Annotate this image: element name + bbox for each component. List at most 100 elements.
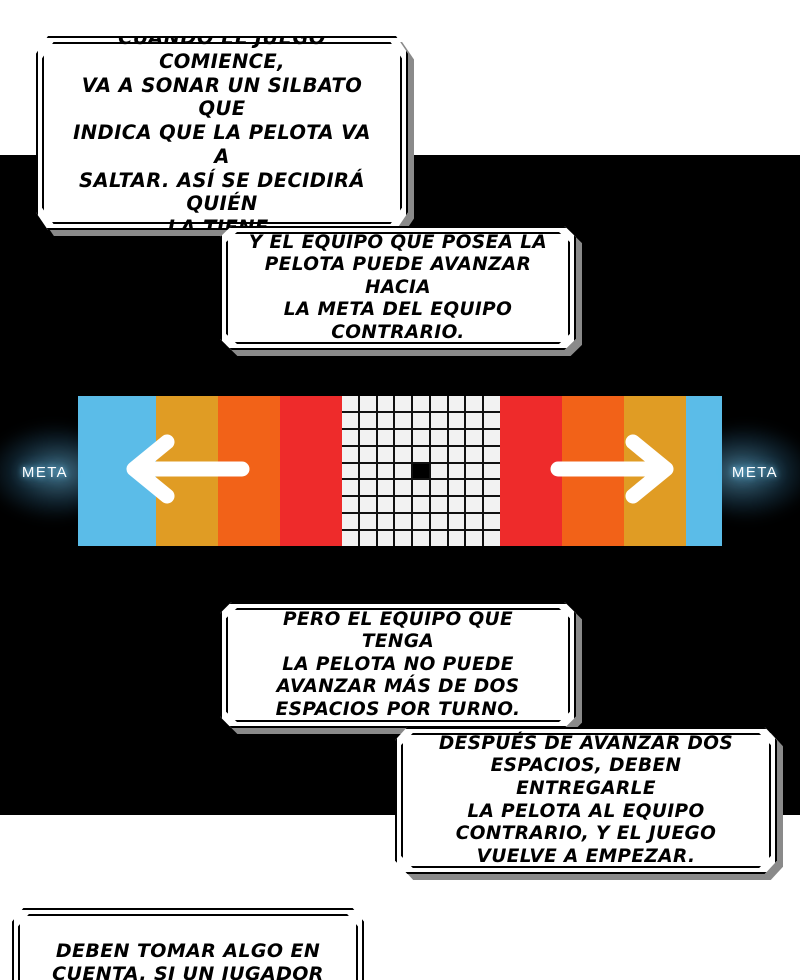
grid-cell [484, 480, 500, 496]
grid-cell [377, 463, 394, 479]
grid-cell [484, 514, 500, 530]
grid-cell [466, 429, 483, 445]
grid-cell [413, 412, 429, 428]
band-orange-left [218, 396, 280, 546]
grid-cell [430, 446, 447, 462]
grid-cell [395, 396, 412, 411]
grid-cell [395, 412, 412, 428]
grid-cell [395, 446, 412, 462]
grid-cell [342, 429, 358, 445]
grid-cell [466, 396, 483, 411]
grid-cell [359, 412, 376, 428]
band-red-left [280, 396, 342, 546]
grid-cell [413, 531, 429, 546]
grid-cell [430, 429, 447, 445]
grid-cell [466, 480, 483, 496]
grid-cell [342, 531, 358, 546]
grid-cell [377, 429, 394, 445]
grid-cell [359, 463, 376, 479]
grid-cell [484, 446, 500, 462]
center-grid [342, 396, 500, 546]
speech-bubble-4: DESPUÉS DE AVANZAR DOS ESPACIOS, DEBEN E… [395, 727, 777, 874]
grid-cell [448, 412, 465, 428]
grid-cell [395, 463, 412, 479]
grid-cell [359, 396, 376, 411]
grid-cell [342, 514, 358, 530]
grid-cell [342, 480, 358, 496]
grid-cell [466, 497, 483, 513]
grid-cell [448, 531, 465, 546]
grid-cell [342, 446, 358, 462]
grid-cell [342, 396, 358, 411]
grid-cell [448, 463, 465, 479]
speech-bubble-1: CUANDO EL JUEGO COMIENCE, VA A SONAR UN … [36, 36, 408, 230]
grid-cell [377, 480, 394, 496]
grid-cell [448, 497, 465, 513]
band-orange-right [562, 396, 624, 546]
grid-cell [359, 480, 376, 496]
goal-label-right: META [731, 463, 779, 481]
band-amber-left [156, 396, 218, 546]
speech-bubble-2: Y EL EQUIPO QUE POSEA LA PELOTA PUEDE AV… [220, 226, 576, 350]
grid-cell [484, 463, 500, 479]
grid-cell [466, 514, 483, 530]
grid-cell [359, 531, 376, 546]
grid-cell [448, 446, 465, 462]
grid-cell [430, 463, 447, 479]
grid-cell [484, 429, 500, 445]
ball-marker [413, 463, 429, 479]
grid-cell [359, 497, 376, 513]
grid-cell [466, 463, 483, 479]
grid-cell [430, 531, 447, 546]
grid-cell [448, 396, 465, 411]
grid-cell [359, 514, 376, 530]
grid-cell [484, 412, 500, 428]
bubble-2-text: Y EL EQUIPO QUE POSEA LA PELOTA PUEDE AV… [248, 231, 548, 343]
bubble-5-text: DEBEN TOMAR ALGO EN CUENTA. SI UN JUGADO… [52, 940, 324, 980]
grid-cell [413, 396, 429, 411]
grid-cell [377, 497, 394, 513]
grid-cell [395, 514, 412, 530]
grid-cell [448, 514, 465, 530]
grid-cell [430, 480, 447, 496]
grid-cell [430, 412, 447, 428]
bubble-3-text: PERO EL EQUIPO QUE TENGA LA PELOTA NO PU… [275, 608, 521, 720]
speech-bubble-3: PERO EL EQUIPO QUE TENGA LA PELOTA NO PU… [220, 602, 576, 728]
goal-label-left: META [21, 463, 69, 481]
grid-cell [430, 396, 447, 411]
speech-bubble-5: DEBEN TOMAR ALGO EN CUENTA. SI UN JUGADO… [12, 908, 364, 980]
grid-cell [342, 412, 358, 428]
grid-cell [466, 446, 483, 462]
grid-cell [342, 463, 358, 479]
grid-cell [448, 429, 465, 445]
grid-cell [413, 446, 429, 462]
band-red-right [500, 396, 562, 546]
grid-cell [484, 531, 500, 546]
grid-cell [377, 514, 394, 530]
grid-cell [484, 497, 500, 513]
grid-cell [413, 497, 429, 513]
grid-cell [395, 531, 412, 546]
grid-cell [377, 531, 394, 546]
grid-cell [359, 446, 376, 462]
grid-cell [466, 412, 483, 428]
grid-cell [377, 396, 394, 411]
grid-cell [395, 497, 412, 513]
grid-cell [484, 396, 500, 411]
grid-cell [377, 446, 394, 462]
grid-cell [359, 429, 376, 445]
bubble-1-text: CUANDO EL JUEGO COMIENCE, VA A SONAR UN … [73, 25, 371, 240]
bubble-4-text: DESPUÉS DE AVANZAR DOS ESPACIOS, DEBEN E… [438, 732, 734, 867]
grid-cell [413, 514, 429, 530]
grid-cell [395, 480, 412, 496]
grid-cell [448, 480, 465, 496]
grid-cell [430, 514, 447, 530]
grid-cell [430, 497, 447, 513]
grid-cell [466, 531, 483, 546]
grid-cell [377, 412, 394, 428]
grid-cell [342, 497, 358, 513]
grid-cell [395, 429, 412, 445]
grid-cell [413, 429, 429, 445]
playing-field [78, 396, 722, 546]
